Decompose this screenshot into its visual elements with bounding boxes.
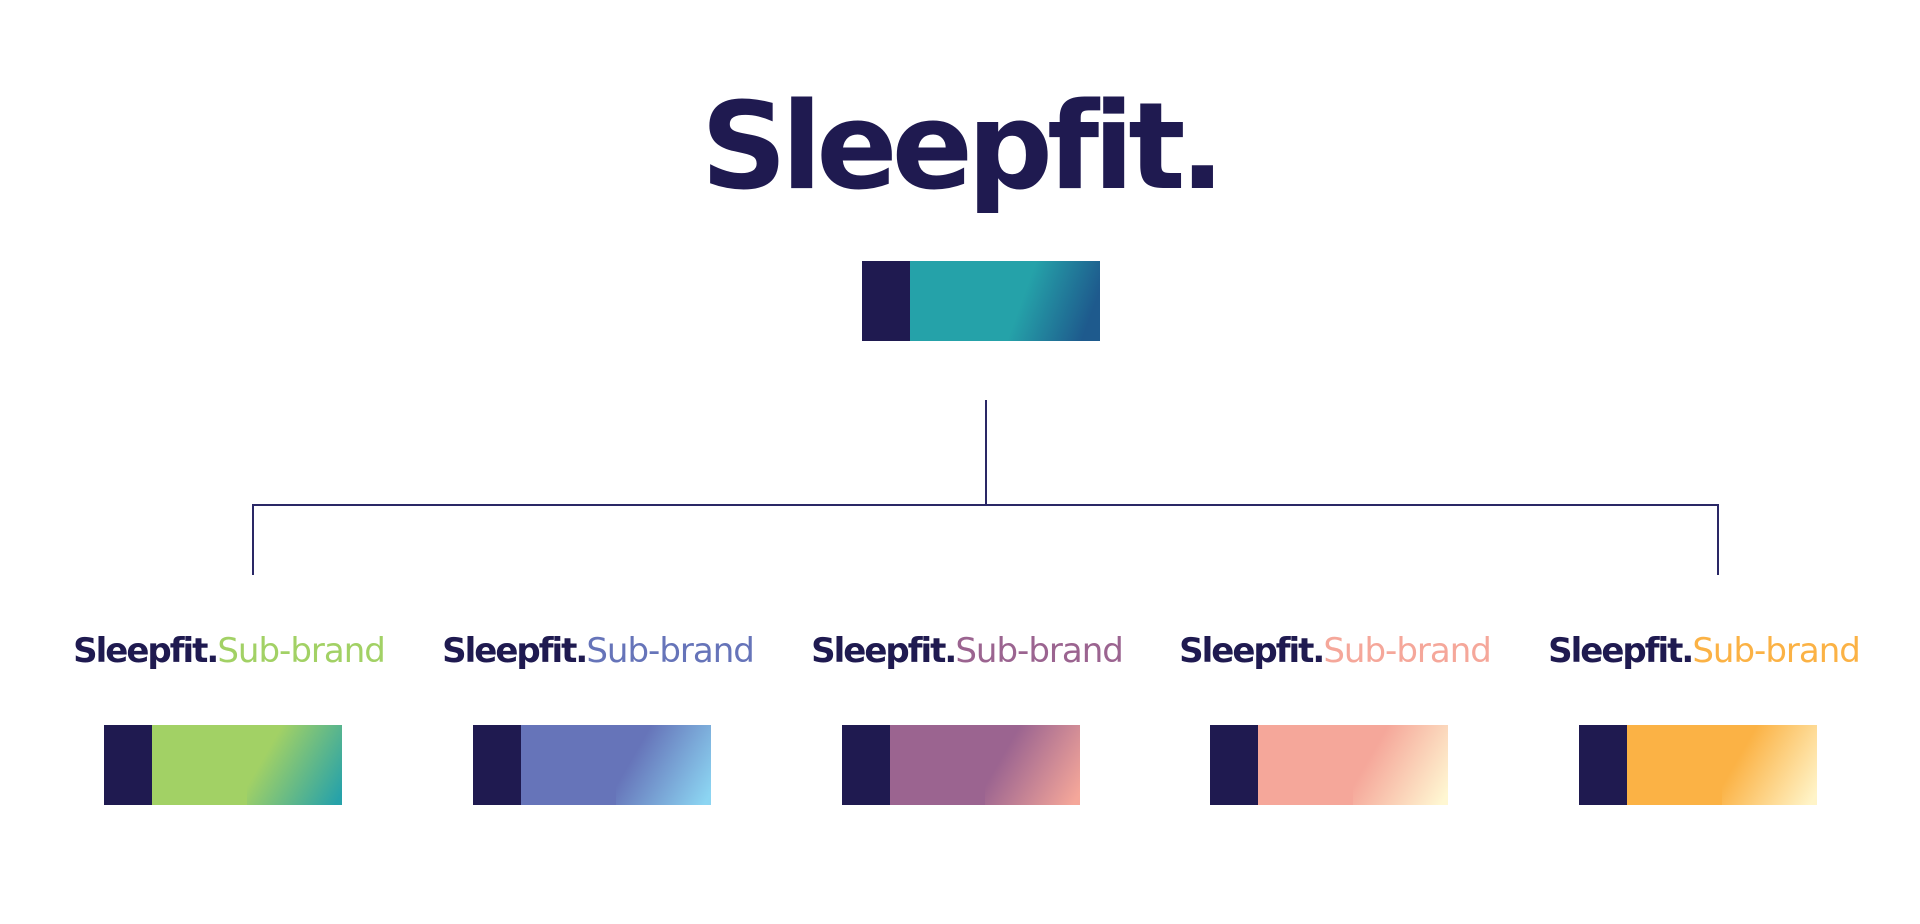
subbrand-logo-3: Sleepfit.Sub-brand <box>797 634 1137 668</box>
subbrand-logo-suffix: Sub-brand <box>586 631 755 671</box>
subbrand-logo-master: Sleepfit. <box>1548 631 1694 671</box>
subbrand-logo-master: Sleepfit. <box>1179 631 1325 671</box>
navy-swatch <box>1210 725 1258 805</box>
subbrand-logo-suffix: Sub-brand <box>1323 631 1492 671</box>
gradient-swatch <box>616 725 711 805</box>
subbrand-logo-master: Sleepfit. <box>73 631 219 671</box>
subbrand-logo-suffix: Sub-brand <box>955 631 1124 671</box>
subbrand-palette-4 <box>1210 725 1448 805</box>
navy-swatch <box>842 725 890 805</box>
master-color-palette <box>862 261 1100 341</box>
subbrand-logo-5: Sleepfit.Sub-brand <box>1534 634 1874 668</box>
subbrand-palette-5 <box>1579 725 1817 805</box>
subbrand-palette-3 <box>842 725 1080 805</box>
gradient-swatch <box>985 725 1080 805</box>
connector-horizontal <box>252 504 1719 506</box>
connector-trunk <box>985 400 987 505</box>
gradient-swatch <box>1353 725 1448 805</box>
primary-swatch <box>152 725 247 805</box>
teal-swatch <box>910 261 1005 341</box>
subbrand-palette-1 <box>104 725 342 805</box>
subbrand-palette-2 <box>473 725 711 805</box>
gradient-swatch <box>247 725 342 805</box>
teal-blue-gradient-swatch <box>1005 261 1100 341</box>
connector-right-drop <box>1717 504 1719 575</box>
connector-left-drop <box>252 504 254 575</box>
primary-swatch <box>1627 725 1722 805</box>
subbrand-logo-suffix: Sub-brand <box>217 631 386 671</box>
navy-swatch <box>104 725 152 805</box>
master-brand-logo: Sleepfit. <box>700 78 1226 217</box>
subbrand-logo-suffix: Sub-brand <box>1692 631 1861 671</box>
gradient-swatch <box>1722 725 1817 805</box>
navy-swatch <box>473 725 521 805</box>
navy-swatch <box>1579 725 1627 805</box>
navy-swatch <box>862 261 910 341</box>
subbrand-logo-1: Sleepfit.Sub-brand <box>59 634 399 668</box>
subbrand-logo-master: Sleepfit. <box>811 631 957 671</box>
primary-swatch <box>890 725 985 805</box>
subbrand-logo-4: Sleepfit.Sub-brand <box>1165 634 1505 668</box>
primary-swatch <box>521 725 616 805</box>
primary-swatch <box>1258 725 1353 805</box>
subbrand-logo-master: Sleepfit. <box>442 631 588 671</box>
subbrand-logo-2: Sleepfit.Sub-brand <box>428 634 768 668</box>
